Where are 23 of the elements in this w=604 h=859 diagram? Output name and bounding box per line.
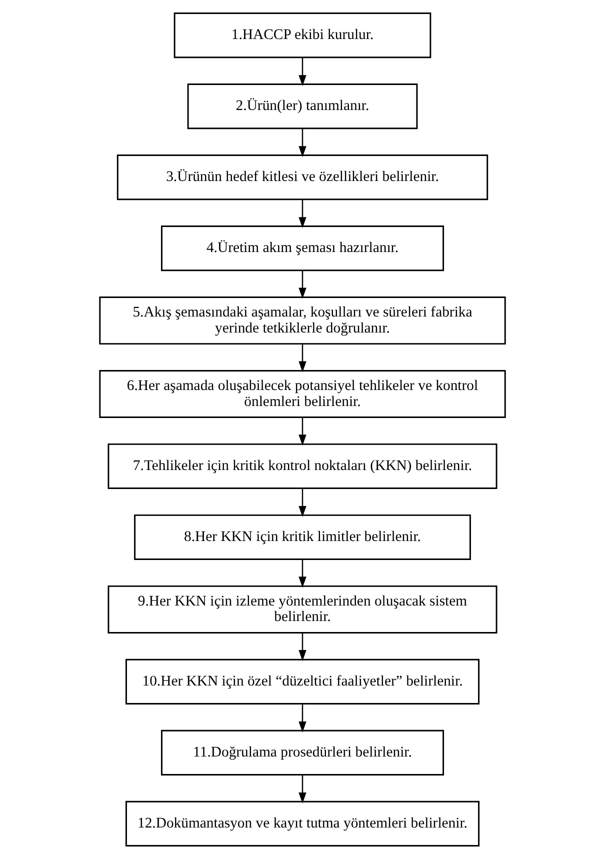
arrow xyxy=(298,344,306,372)
node-box: 1.HACCP ekibi kurulur. xyxy=(173,12,431,58)
arrow xyxy=(298,488,306,518)
node-box: 11.Doğrulama prosedürleri belirlenir. xyxy=(160,730,444,776)
node-box: 4.Üretim akım şeması hazırlanır. xyxy=(160,226,444,272)
node-box: 7.Tehlikeler için kritik kontrol noktaları (KKN) belirlenir. xyxy=(107,443,497,489)
arrow xyxy=(298,57,306,86)
arrow xyxy=(298,199,306,228)
arrow xyxy=(298,270,306,299)
arrow xyxy=(298,632,306,662)
arrow xyxy=(298,559,306,588)
arrow xyxy=(298,704,306,732)
node-box: 2.Ürün(ler) tanımlanır. xyxy=(186,84,418,130)
node-box: 6.Her aşamada oluşabilecek potansiyel tehlikeler ve kontrol önlemleri belirlenir. xyxy=(98,370,506,418)
arrow xyxy=(298,417,306,446)
node-box: 10.Her KKN için özel “düzeltici faaliyetler” belirlenir. xyxy=(124,658,480,704)
node-box: 8.Her KKN için kritik limitler belirlenir. xyxy=(134,514,470,560)
node-box: 3.Ürünün hedef kitlesi ve özellikleri belirlenir. xyxy=(116,154,488,200)
arrow xyxy=(298,774,306,804)
node-box: 12.Dokümantasyon ve kayıt tutma yöntemleri belirlenir. xyxy=(124,800,480,846)
node-box: 5.Akış şemasındaki aşamalar, koşulları ve süreleri fabrika yerinde tetkiklerle doğrulanır. xyxy=(98,296,506,345)
node-box: 9.Her KKN için izleme yöntemlerinden oluşacak sistem belirlenir. xyxy=(107,585,497,634)
arrow xyxy=(298,128,306,158)
